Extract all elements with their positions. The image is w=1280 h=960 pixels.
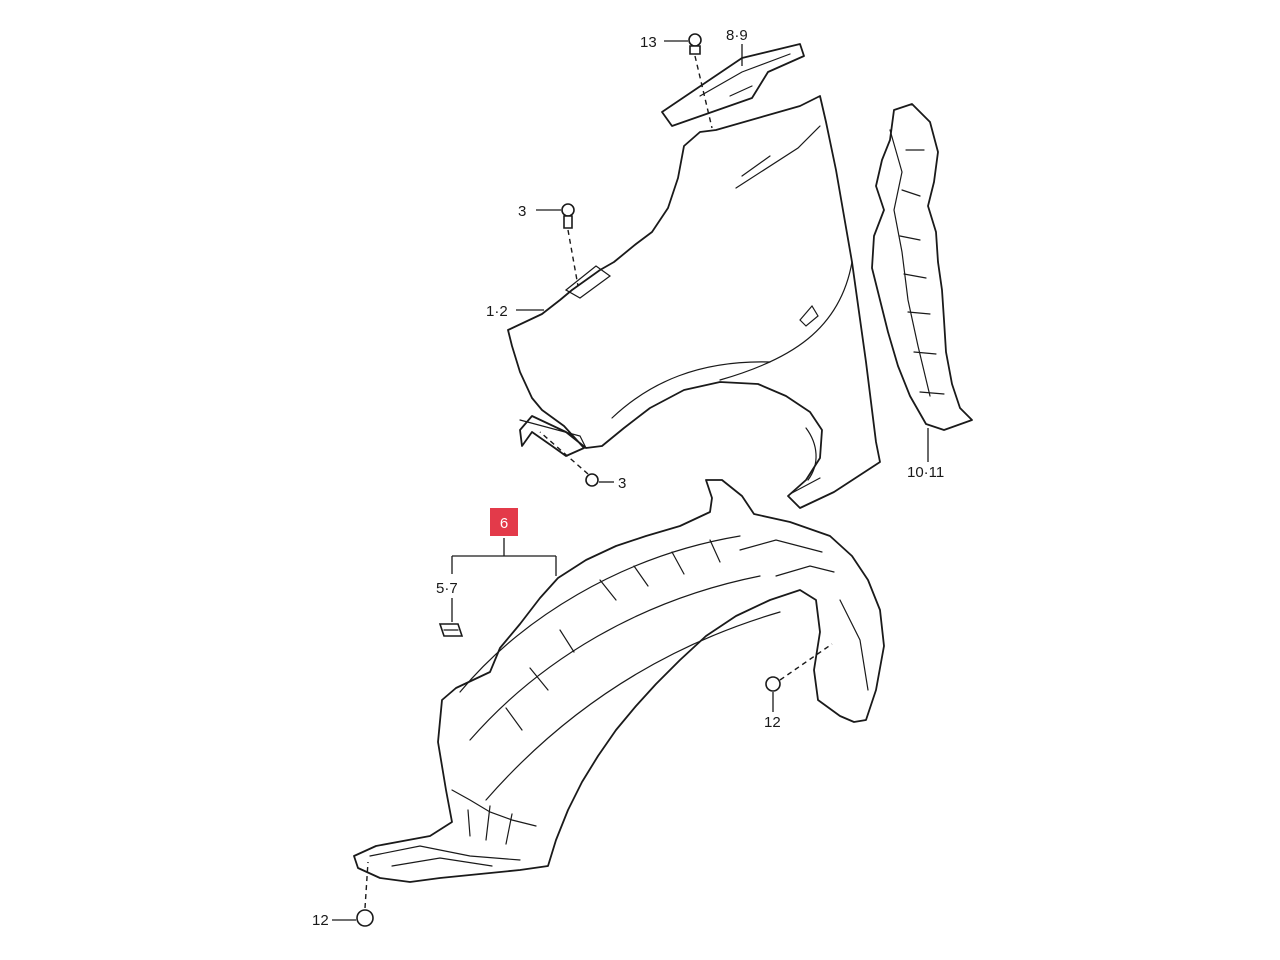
callout-3-lower: 3 <box>618 475 626 492</box>
callout-6: 6 <box>500 515 508 532</box>
callout-5-7: 5·7 <box>436 580 458 597</box>
bolt-3-lower <box>539 431 599 487</box>
front-fender-1-2 <box>507 95 881 509</box>
clip-12-bottom <box>356 861 374 927</box>
bolt-13 <box>688 33 713 129</box>
highlight-box <box>490 508 518 536</box>
bolt-3-upper <box>561 203 579 287</box>
callout-12-bottom: 12 <box>312 912 329 929</box>
clip-5-7 <box>438 623 464 637</box>
fender-liner-6 <box>353 479 885 883</box>
callout-6-highlight[interactable]: 6 <box>490 508 518 536</box>
callout-8-9: 8·9 <box>726 27 748 44</box>
callout-13: 13 <box>640 34 657 51</box>
leader-lines <box>332 40 929 921</box>
callout-10-11: 10·11 <box>907 464 944 481</box>
fender-side-seal-10-11 <box>871 103 973 431</box>
callout-3-upper: 3 <box>518 203 526 220</box>
fender-bracket-8-9 <box>661 43 805 127</box>
callout-1-2: 1·2 <box>486 303 508 320</box>
clip-12-right <box>765 643 833 692</box>
callout-12-right: 12 <box>764 714 781 731</box>
